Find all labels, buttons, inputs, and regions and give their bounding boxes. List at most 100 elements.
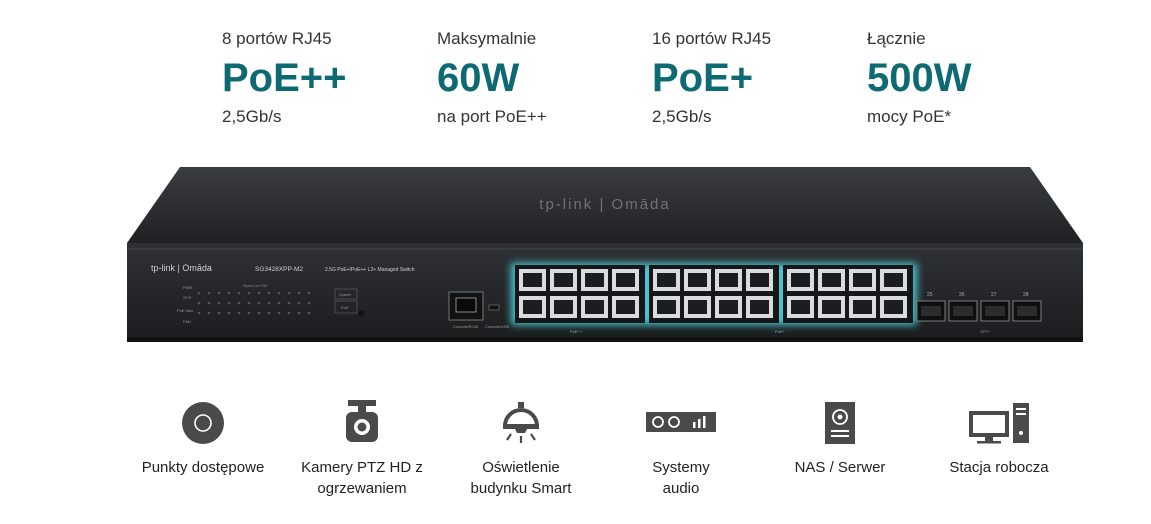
- device-top-panel: [127, 167, 1083, 243]
- port-led: [287, 291, 291, 295]
- ptz-camera-icon: [346, 400, 378, 442]
- use-case-row: Punkty dostępowe Kamery PTZ HD z ogrzewa…: [0, 395, 1151, 515]
- sfp-port-cage: [921, 306, 941, 316]
- speed-button-label: Speed: [339, 292, 351, 297]
- stat-caption: Maksymalnie: [437, 29, 537, 48]
- rj45-port-opening: [791, 300, 810, 314]
- feature-stats: 8 portów RJ45 PoE++ 2,5Gb/s Maksymalnie …: [222, 28, 1082, 138]
- model-label: SG3428XPP-M2: [255, 266, 303, 273]
- port-led: [307, 311, 311, 315]
- port-led: [227, 301, 231, 305]
- rj45-port-opening: [884, 273, 903, 287]
- port-led: [277, 311, 281, 315]
- port-led: [217, 311, 221, 315]
- poe-plus-plus-label: PoE++: [570, 329, 583, 334]
- port-led: [237, 311, 241, 315]
- poe-button: [334, 300, 358, 314]
- audio-system-icon: [646, 412, 716, 432]
- stat-caption: 16 portów RJ45: [652, 29, 772, 48]
- stat-caption: Łącznie: [867, 29, 926, 48]
- rj45-port-bank: [515, 265, 913, 323]
- reset-button: [358, 310, 364, 316]
- port-led: [237, 291, 241, 295]
- stat-subcaption: 2,5Gb/s: [652, 107, 712, 126]
- port-led: [207, 301, 211, 305]
- port-led: [267, 311, 271, 315]
- port-led: [207, 311, 211, 315]
- brand-top-logo: tp-link | Omāda: [539, 196, 670, 213]
- console-rj45-label: Console/RJ45: [453, 324, 479, 329]
- rj45-port-opening: [884, 300, 903, 314]
- use-nas-server: NAS / Serwer: [765, 395, 915, 478]
- led-sys: SYS: [183, 295, 191, 300]
- sfp-port-cage: [1017, 306, 1037, 316]
- port-led: [217, 291, 221, 295]
- access-point-icon: [182, 402, 224, 444]
- led-fan: FAN: [183, 319, 191, 324]
- sfp-port-cage: [953, 306, 973, 316]
- port-led: [247, 291, 251, 295]
- device-description: 2.5G PoE+/PoE++ L2+ Managed Switch: [325, 267, 415, 273]
- console-usb-port: [488, 304, 500, 311]
- use-workstation: Stacja robocza: [924, 395, 1074, 478]
- port-led: [307, 291, 311, 295]
- rj45-port-opening: [523, 300, 542, 314]
- port-led: [307, 301, 311, 305]
- port-led: [297, 311, 301, 315]
- rj45-port-opening: [750, 300, 769, 314]
- stat-total-poe-budget: Łącznie 500W mocy PoE*: [867, 28, 972, 128]
- stat-subcaption: mocy PoE*: [867, 107, 952, 126]
- use-label: Stacja robocza: [949, 459, 1049, 476]
- rj45-port-opening: [853, 273, 872, 287]
- use-label: Oświetlenie budynku Smart: [470, 459, 572, 497]
- port-led: [257, 311, 261, 315]
- port-led: [287, 311, 291, 315]
- port-led: [197, 301, 201, 305]
- port-led: [297, 291, 301, 295]
- port-led: [297, 301, 301, 305]
- sfp-label: SFP+: [980, 329, 991, 334]
- workstation-icon: [969, 403, 1029, 444]
- brand-front-logo: tp-link | Omāda: [151, 263, 212, 273]
- port-led: [277, 291, 281, 295]
- sfp-port-number: 27: [991, 292, 997, 298]
- rj45-port-opening: [657, 273, 676, 287]
- stat-value: 60W: [437, 56, 520, 100]
- led-poe-max: PoE Max: [177, 308, 193, 313]
- rj45-port-opening: [719, 300, 738, 314]
- stat-value: PoE++: [222, 56, 347, 100]
- port-led: [227, 311, 231, 315]
- use-ptz-cameras: Kamery PTZ HD z ogrzewaniem: [287, 395, 437, 499]
- rj45-port-opening: [554, 273, 573, 287]
- rj45-port-opening: [853, 300, 872, 314]
- poe-plus-label: PoE+: [775, 329, 786, 334]
- rj45-port-opening: [616, 300, 635, 314]
- port-led: [227, 291, 231, 295]
- stat-poe-plus-plus: 8 portów RJ45 PoE++ 2,5Gb/s: [222, 28, 347, 128]
- port-led: [247, 311, 251, 315]
- stat-max-power-per-port: Maksymalnie 60W na port PoE++: [437, 28, 547, 128]
- port-led: [257, 301, 261, 305]
- rj45-port-opening: [822, 273, 841, 287]
- use-label: Punkty dostępowe: [141, 459, 265, 476]
- use-audio-systems: Systemy audio: [606, 395, 756, 499]
- rj45-port-opening: [585, 300, 604, 314]
- rj45-port-opening: [585, 273, 604, 287]
- sfp-port-number: 28: [1023, 292, 1029, 298]
- stat-poe-plus: 16 portów RJ45 PoE+ 2,5Gb/s: [652, 28, 771, 128]
- stat-value: PoE+: [652, 56, 754, 100]
- console-usb-label: Console/USB: [485, 324, 509, 329]
- port-led: [217, 301, 221, 305]
- poe-button-label: PoE: [341, 305, 349, 310]
- use-label: NAS / Serwer: [794, 459, 886, 476]
- use-smart-lighting: Oświetlenie budynku Smart: [446, 395, 596, 499]
- port-led: [257, 291, 261, 295]
- smart-light-icon: [502, 402, 540, 443]
- port-led: [267, 301, 271, 305]
- port-led: [197, 311, 201, 315]
- port-led: [267, 291, 271, 295]
- rj45-port-opening: [791, 273, 810, 287]
- rj45-port-opening: [750, 273, 769, 287]
- sfp-port-cage: [985, 306, 1005, 316]
